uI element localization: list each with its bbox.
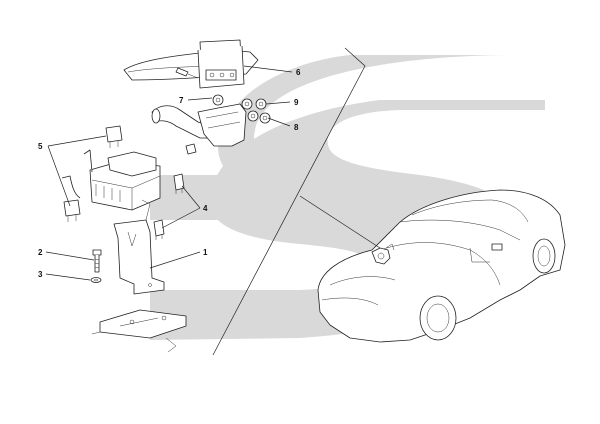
- lower-mounting-plate-part: [91, 309, 187, 353]
- mounting-bracket-part-1: [113, 199, 165, 295]
- callout-leader-lines: [45, 65, 293, 281]
- callout-5: 5: [38, 142, 43, 151]
- bolt-part-2: [92, 249, 102, 273]
- callout-8: 8: [294, 123, 299, 132]
- callout-6: 6: [296, 68, 301, 77]
- callout-7: 7: [179, 96, 184, 105]
- callout-4: 4: [203, 204, 208, 213]
- callout-1: 1: [203, 248, 208, 257]
- control-module-part-6: [175, 39, 245, 89]
- fuses-part-4: [153, 173, 185, 240]
- callout-labels: 6 7 9 8 5 4 1 2 3: [38, 68, 301, 279]
- sports-car-icon: [317, 189, 566, 343]
- hose-and-fittings-part: [151, 94, 271, 155]
- detail-leader-lines: [212, 47, 381, 356]
- callout-9: 9: [294, 98, 299, 107]
- callout-2: 2: [38, 248, 43, 257]
- relay-fuse-box-part-5: [61, 125, 161, 222]
- washer-part-3: [90, 277, 102, 283]
- callout-3: 3: [38, 270, 43, 279]
